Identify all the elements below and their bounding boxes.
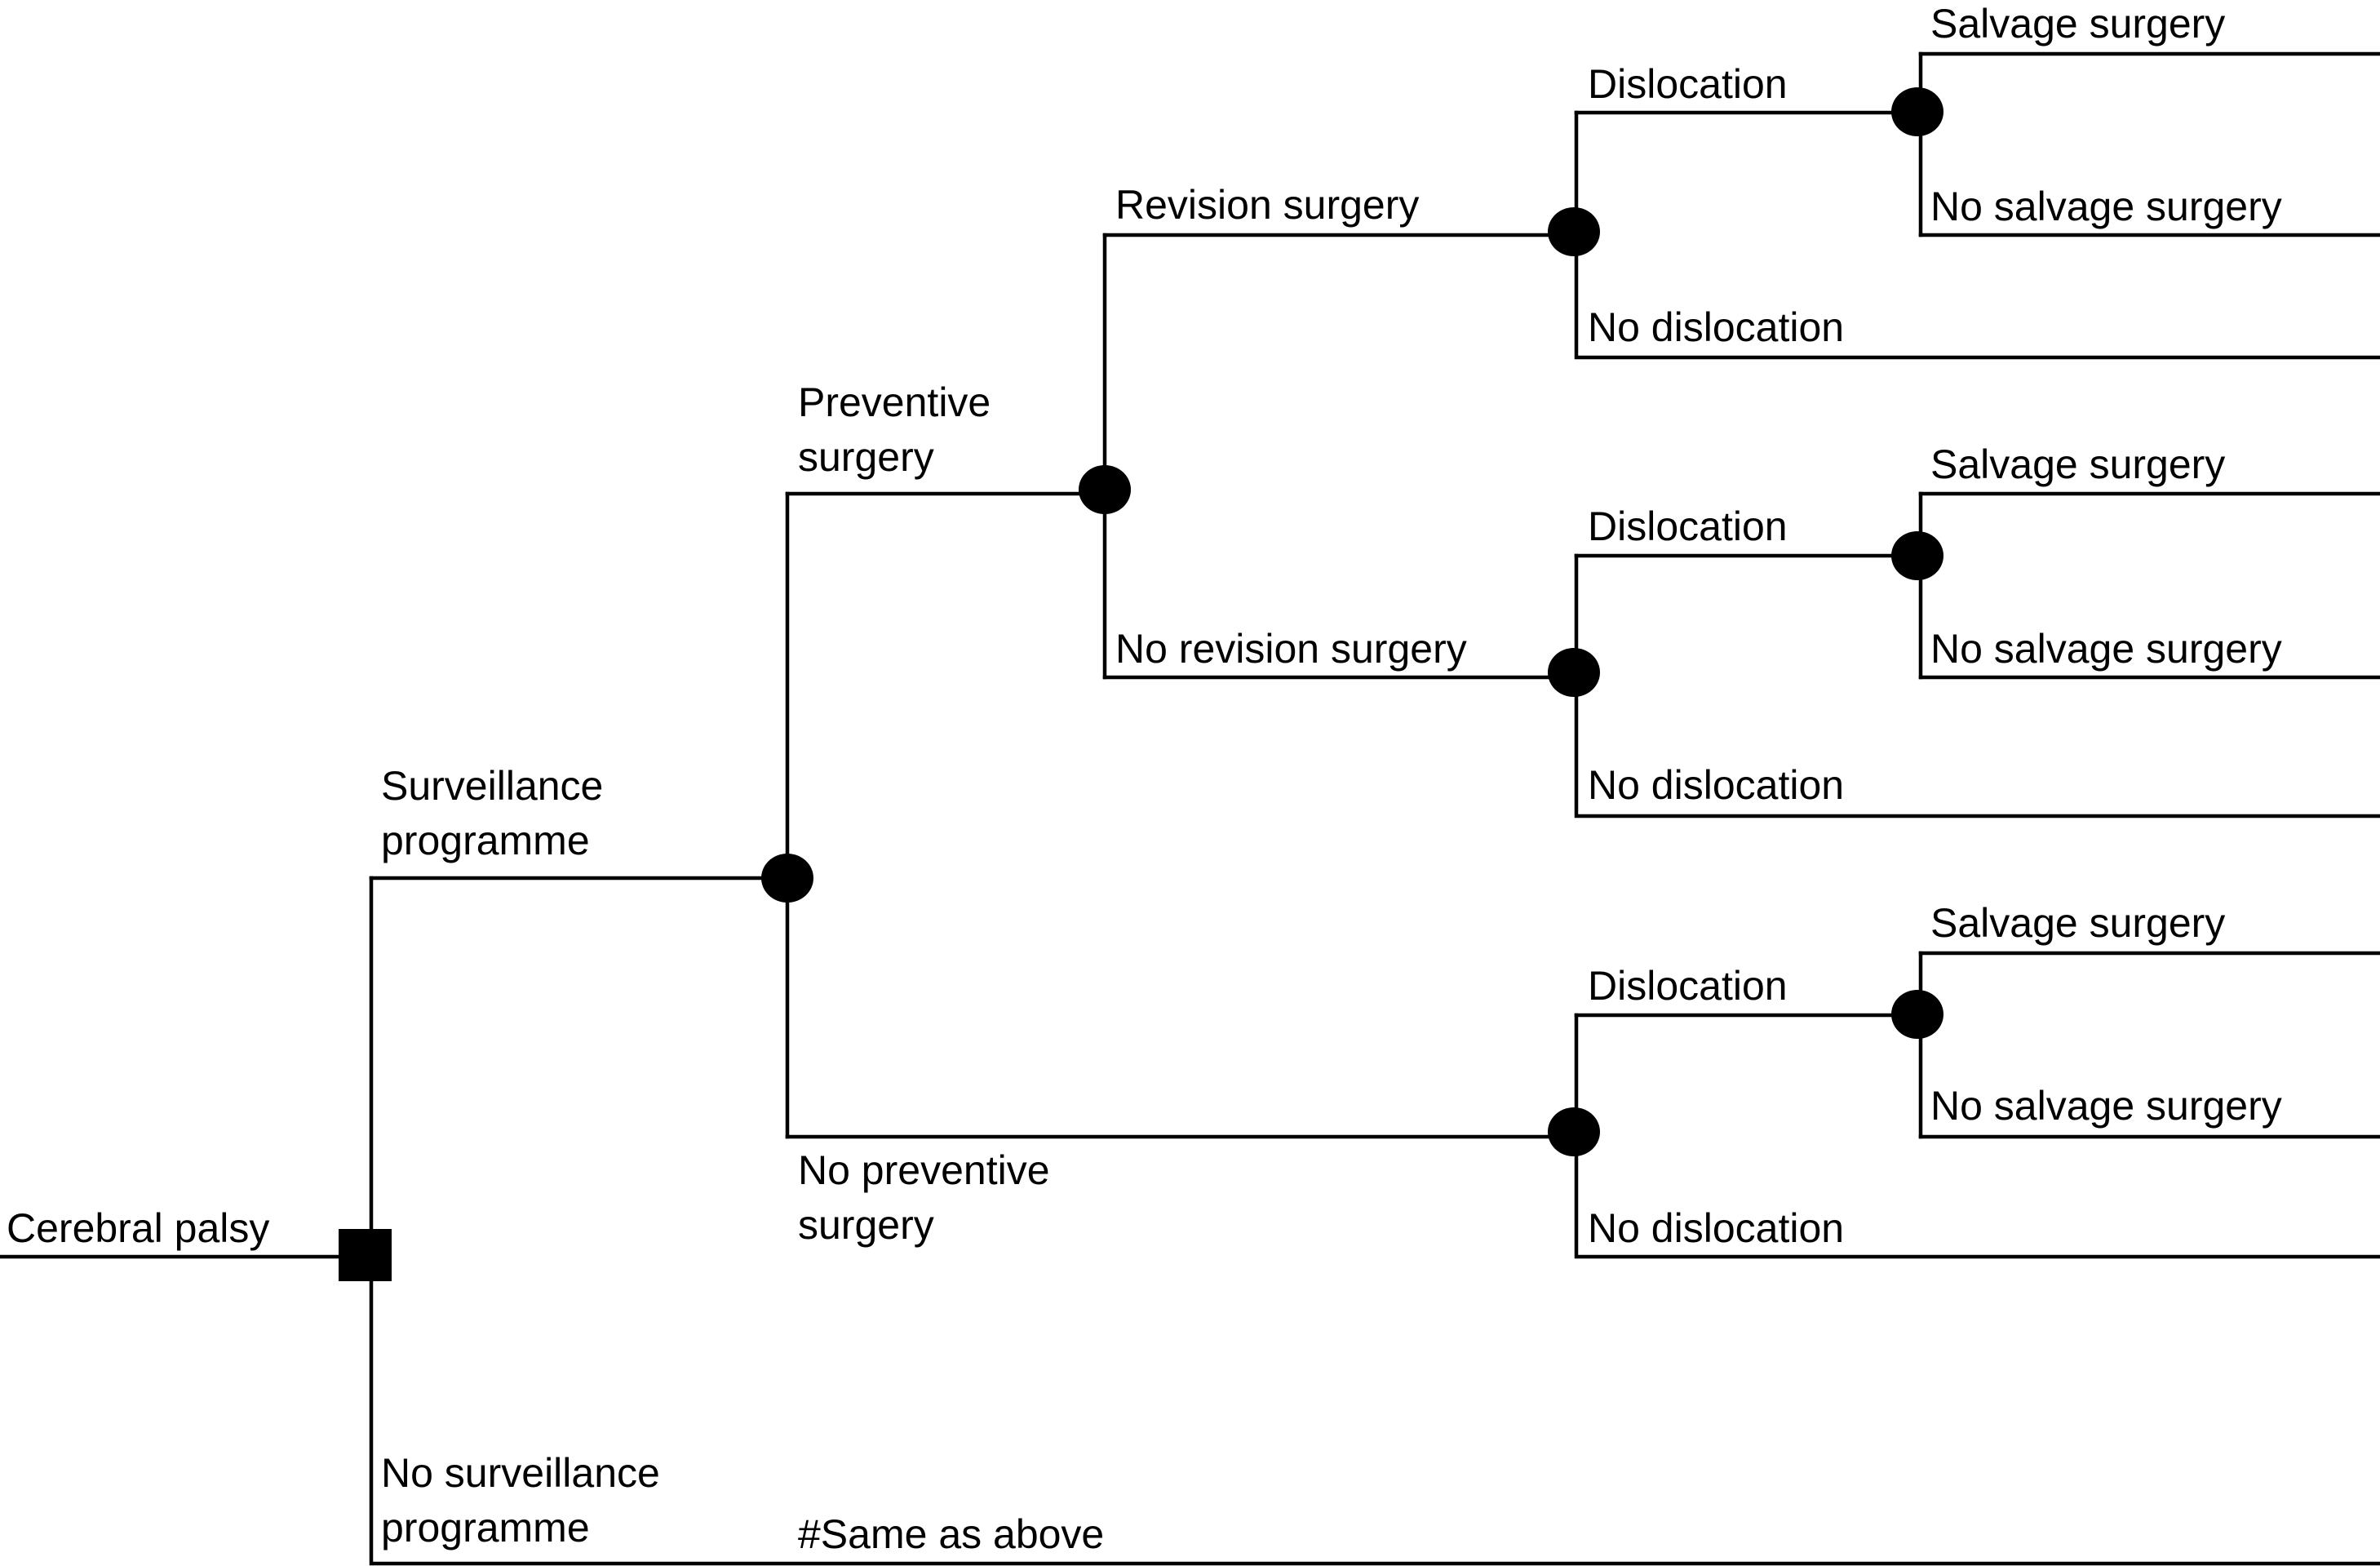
no-salvage-surgery-label: No salvage surgery [1930, 1083, 2282, 1129]
dislocation-label: Dislocation [1588, 963, 1788, 1009]
no-salvage-surgery-label: No salvage surgery [1930, 626, 2282, 672]
no-revision-surgery-label: No revision surgery [1115, 626, 1467, 672]
salvage-chance-2: Salvage surgery No salvage surgery [1891, 441, 2380, 680]
no-surveillance-note: #Same as above [798, 1511, 1104, 1557]
root-branch: Cerebral palsy [0, 1205, 367, 1259]
surveillance-label-line1: Surveillance [381, 763, 603, 809]
salvage-surgery-label: Salvage surgery [1930, 900, 2225, 946]
preventive-chance: Preventive surgery No preventive surgery [761, 379, 1576, 1248]
surveillance-decision: Surveillance programme No surveillance p… [339, 763, 2380, 1566]
chance-node [1079, 465, 1131, 514]
salvage-surgery-label: Salvage surgery [1930, 1, 2225, 47]
no-salvage-surgery-label: No salvage surgery [1930, 184, 2282, 229]
no-preventive-label-line2: surgery [798, 1202, 934, 1248]
chance-node [1891, 990, 1943, 1039]
dislocation-label: Dislocation [1588, 61, 1788, 107]
dislocation-chance-2: Dislocation No dislocation [1548, 504, 2380, 818]
salvage-surgery-label: Salvage surgery [1930, 441, 2225, 487]
salvage-chance-1: Salvage surgery No salvage surgery [1891, 1, 2380, 237]
dislocation-chance-1: Dislocation No dislocation [1548, 61, 2380, 360]
chance-node [1548, 1107, 1600, 1156]
revision-surgery-label: Revision surgery [1115, 182, 1419, 228]
chance-node [1891, 531, 1943, 580]
decision-node [339, 1229, 392, 1281]
no-dislocation-label: No dislocation [1588, 304, 1844, 350]
no-preventive-label-line1: No preventive [798, 1147, 1050, 1193]
no-surveillance-label-line1: No surveillance [381, 1450, 660, 1496]
chance-node [761, 854, 813, 903]
no-dislocation-label: No dislocation [1588, 1205, 1844, 1251]
preventive-label-line2: surgery [798, 434, 934, 480]
salvage-chance-3: Salvage surgery No salvage surgery [1891, 900, 2380, 1139]
chance-node [1891, 87, 1943, 136]
revision-chance: Revision surgery No revision surgery [1079, 182, 1576, 680]
no-dislocation-label: No dislocation [1588, 762, 1844, 808]
root-label: Cerebral palsy [7, 1205, 269, 1251]
preventive-label-line1: Preventive [798, 379, 991, 425]
chance-node [1548, 648, 1600, 697]
surveillance-label-line2: programme [381, 818, 590, 863]
dislocation-label: Dislocation [1588, 504, 1788, 549]
dislocation-chance-3: Dislocation No dislocation [1548, 963, 2380, 1259]
chance-node [1548, 207, 1600, 256]
no-surveillance-label-line2: programme [381, 1505, 590, 1550]
